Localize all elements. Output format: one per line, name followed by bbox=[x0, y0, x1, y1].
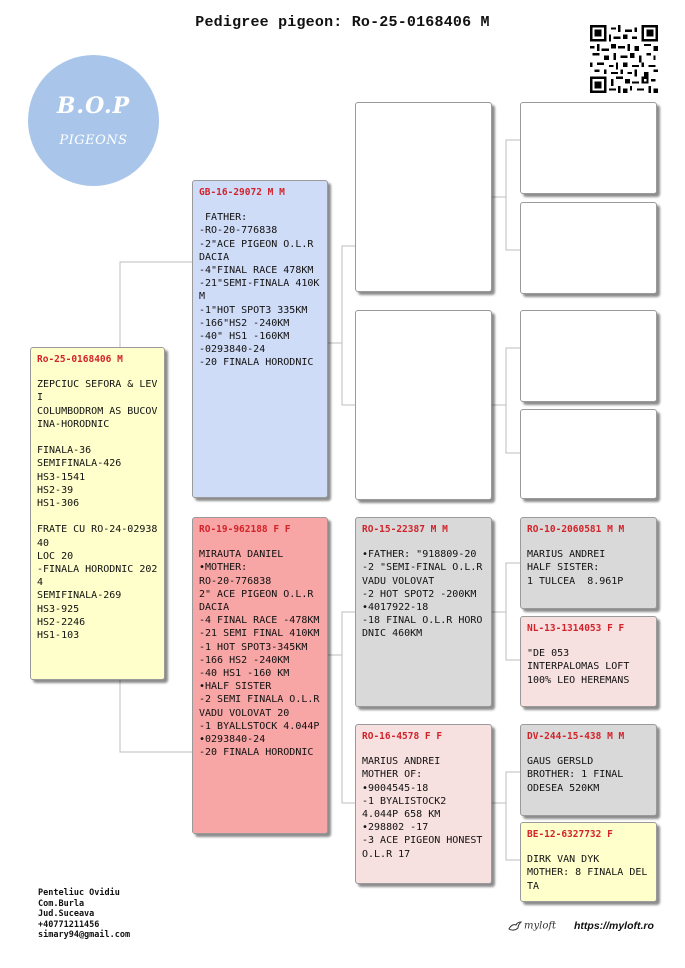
owner-phone: +40771211456 bbox=[38, 919, 100, 930]
logo-line1: B.O.P bbox=[56, 93, 131, 119]
myloft-bird-icon bbox=[508, 921, 522, 931]
dam-dam-card[interactable]: RO-16-4578 F F MARIUS ANDREI MOTHER OF: … bbox=[355, 724, 492, 884]
sire-sire-card[interactable] bbox=[355, 102, 492, 292]
subject-text: ZEPCIUC SEFORA & LEVI COLUMBODROM AS BUC… bbox=[37, 379, 158, 642]
sire-ring: GB-16-29072 M M bbox=[199, 187, 285, 198]
dam-sire-text: •FATHER: "918809-20 -2 "SEMI-FINAL O.L.R… bbox=[362, 549, 483, 640]
sire-text: FATHER: -RO-20-776838 -2"ACE PIGEON O.L.… bbox=[199, 212, 320, 369]
owner-county: Jud.Suceava bbox=[38, 909, 95, 919]
dsd-ring: NL-13-1314053 F F bbox=[527, 623, 625, 634]
sss-card[interactable] bbox=[520, 102, 657, 194]
subject-card[interactable]: Ro-25-0168406 M ZEPCIUC SEFORA & LEVI CO… bbox=[30, 347, 165, 680]
dam-dam-text: MARIUS ANDREI MOTHER OF: •9004545-18 -1 … bbox=[362, 756, 483, 860]
page-title: Pedigree pigeon: Ro-25-0168406 M bbox=[195, 14, 490, 31]
dsd-text: "DE 053 INTERPALOMAS LOFT 100% LEO HEREM… bbox=[527, 648, 630, 686]
myloft-brand: myloft bbox=[508, 920, 556, 932]
sire-card[interactable]: GB-16-29072 M M FATHER: -RO-20-776838 -2… bbox=[192, 180, 328, 498]
dds-text: GAUS GERSLD BROTHER: 1 FINAL ODESEA 520K… bbox=[527, 756, 624, 794]
owner-locality: Com.Burla bbox=[38, 898, 85, 909]
dss-card[interactable]: RO-10-2060581 M M MARIUS ANDREI HALF SIS… bbox=[520, 517, 657, 609]
dsd-card[interactable]: NL-13-1314053 F F "DE 053 INTERPALOMAS L… bbox=[520, 616, 657, 707]
dam-dam-ring: RO-16-4578 F F bbox=[362, 731, 443, 742]
owner-contact: Penteliuc Ovidiu Com.Burla Jud.Suceava +… bbox=[38, 888, 130, 941]
myloft-brand-text: myloft bbox=[524, 920, 557, 932]
dam-sire-ring: RO-15-22387 M M bbox=[362, 524, 448, 535]
subject-ring: Ro-25-0168406 M bbox=[37, 354, 123, 365]
sire-dam-card[interactable] bbox=[355, 310, 492, 500]
owner-name: Penteliuc Ovidiu bbox=[38, 888, 120, 898]
ddd-card[interactable]: BE-12-6327732 F DIRK VAN DYK MOTHER: 8 F… bbox=[520, 822, 657, 902]
dam-ring: RO-19-962188 F F bbox=[199, 524, 291, 535]
dam-card[interactable]: RO-19-962188 F F MIRAUTA DANIEL •MOTHER:… bbox=[192, 517, 328, 834]
dss-text: MARIUS ANDREI HALF SISTER: 1 TULCEA 8.96… bbox=[527, 549, 624, 587]
dam-text: MIRAUTA DANIEL •MOTHER: RO-20-776838 2" … bbox=[199, 549, 320, 759]
owner-email[interactable]: simary94@gmail.com bbox=[38, 930, 131, 940]
logo: B.O.P PIGEONS bbox=[28, 55, 159, 186]
ddd-text: DIRK VAN DYK MOTHER: 8 FINALA DELTA bbox=[527, 854, 648, 892]
dss-ring: RO-10-2060581 M M bbox=[527, 524, 625, 535]
qr-code-icon bbox=[590, 25, 658, 93]
dds-card[interactable]: DV-244-15-438 M M GAUS GERSLD BROTHER: 1… bbox=[520, 724, 657, 816]
logo-line2: PIGEONS bbox=[59, 133, 128, 148]
dds-ring: DV-244-15-438 M M bbox=[527, 731, 625, 742]
ssd-card[interactable] bbox=[520, 202, 657, 294]
ddd-ring: BE-12-6327732 F bbox=[527, 829, 613, 840]
myloft-url-link[interactable]: https://myloft.ro bbox=[574, 920, 654, 932]
dam-sire-card[interactable]: RO-15-22387 M M •FATHER: "918809-20 -2 "… bbox=[355, 517, 492, 707]
sdd-card[interactable] bbox=[520, 409, 657, 499]
sds-card[interactable] bbox=[520, 310, 657, 402]
